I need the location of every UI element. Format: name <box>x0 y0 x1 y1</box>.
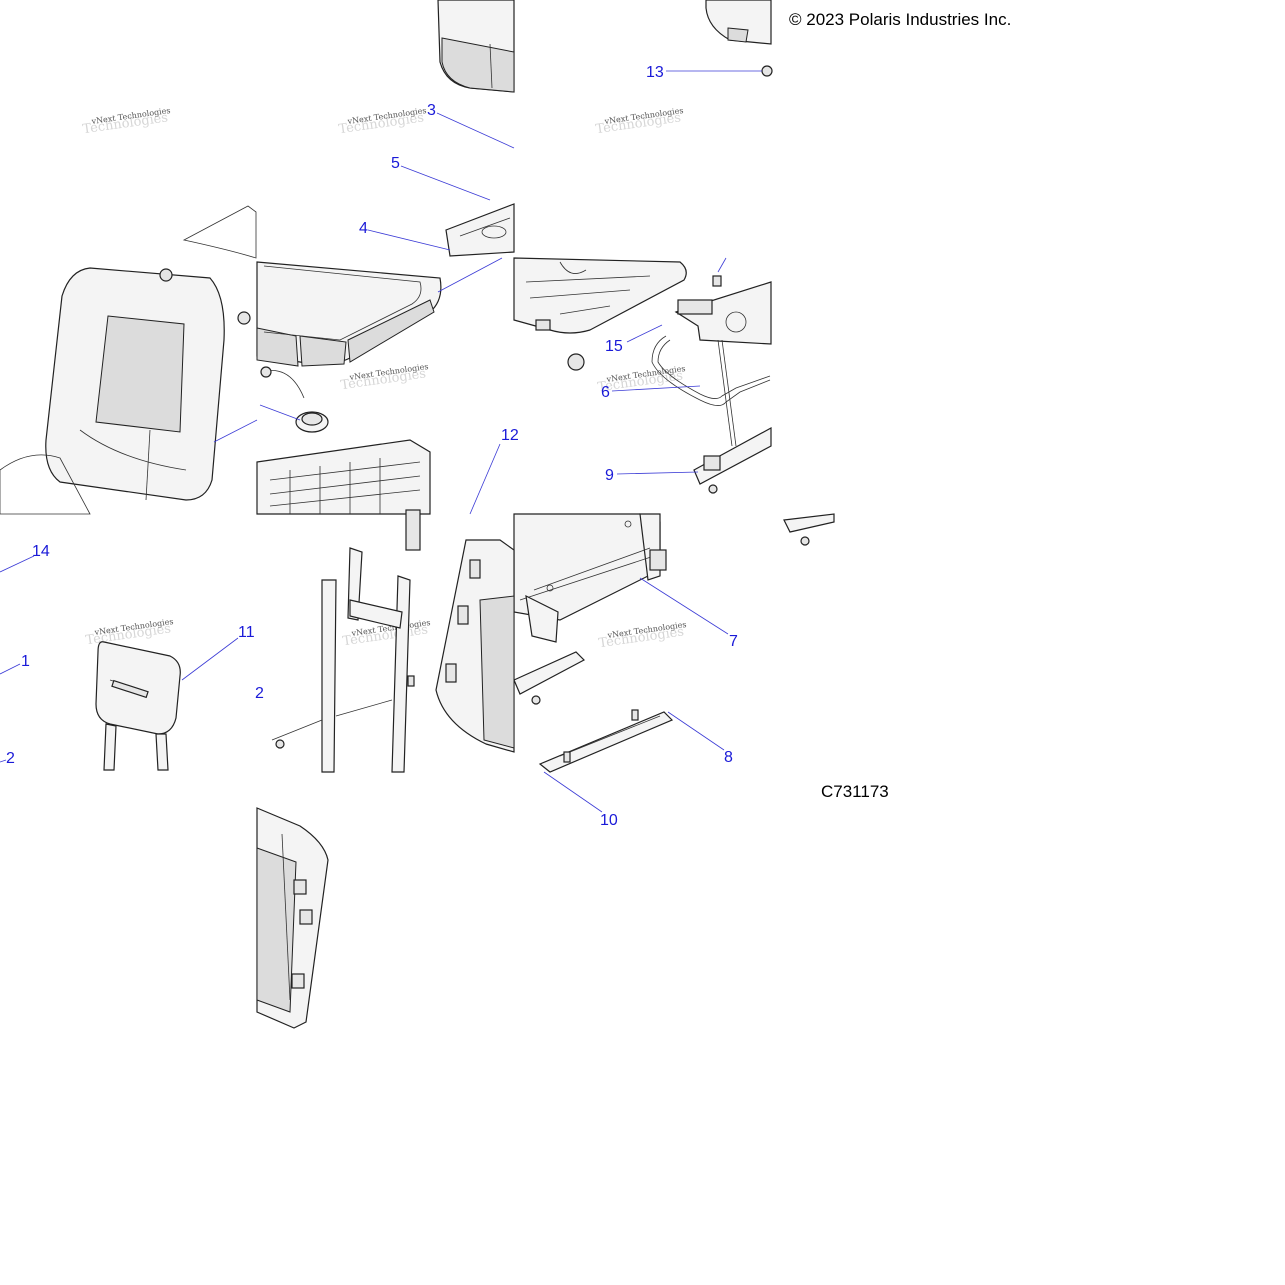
seat-base-plate <box>513 257 687 371</box>
watermark: Technologies vNext Technologies <box>82 106 171 137</box>
seat-cushion-top <box>437 0 515 93</box>
seat-bottom-cushion <box>256 261 442 367</box>
seat-pan <box>445 203 515 257</box>
drawing-id: C731173 <box>821 782 889 801</box>
callout-9: 9 <box>605 467 614 484</box>
callout-8: 8 <box>724 749 733 766</box>
seat-back-panel-right <box>435 539 515 753</box>
callout-2: 2 <box>6 750 15 767</box>
seat-adjust-lever <box>651 335 771 447</box>
watermark: Technologies vNext Technologies <box>85 617 174 648</box>
seat-back-panel-lower <box>256 807 329 1029</box>
watermark: Technologies vNext Technologies <box>338 106 427 137</box>
leader-lines <box>0 70 762 813</box>
watermark: Technologies vNext Technologies <box>340 362 429 393</box>
seat-back-frame <box>271 547 415 773</box>
seat-slide-rail-lower <box>513 651 674 773</box>
watermark: Technologies vNext Technologies <box>598 620 687 651</box>
seat-back-cushion <box>45 267 251 501</box>
seat-mount-bracket <box>674 275 772 345</box>
callout-5: 5 <box>391 155 400 172</box>
seat-frame-plate <box>256 439 431 551</box>
seat-belt-buckle <box>260 366 329 433</box>
callout-13: 13 <box>646 64 664 81</box>
watermark: Technologies vNext Technologies <box>595 106 684 137</box>
seat-slide-rail-upper <box>693 426 835 546</box>
callout-7: 7 <box>729 633 738 650</box>
headrest <box>95 641 181 771</box>
callout-3: 3 <box>427 102 436 119</box>
seat-frame-base <box>513 513 667 643</box>
callout-4: 4 <box>359 220 368 237</box>
callout-1: 1 <box>21 653 30 670</box>
callout-10: 10 <box>600 812 618 829</box>
callouts: 13 3 5 4 15 6 9 12 14 1 2 11 2 7 8 10 <box>6 64 738 829</box>
callout-14: 14 <box>32 543 50 560</box>
seat-base-top <box>705 0 773 77</box>
callout-12: 12 <box>501 427 519 444</box>
callout-6: 6 <box>601 384 610 401</box>
seat-side-fragment <box>0 205 257 515</box>
callout-15: 15 <box>605 338 623 355</box>
callout-2b: 2 <box>255 685 264 702</box>
copyright-notice: © 2023 Polaris Industries Inc. <box>789 10 1012 29</box>
callout-11: 11 <box>238 624 255 641</box>
